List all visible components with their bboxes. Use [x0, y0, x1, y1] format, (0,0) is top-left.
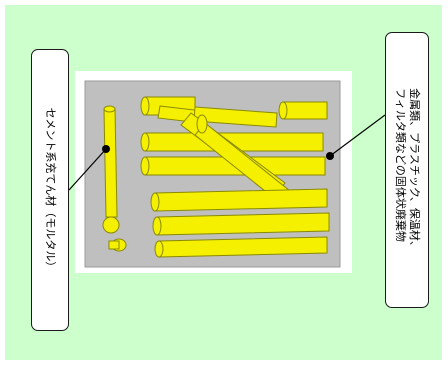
leader-dot-right — [326, 152, 334, 160]
pipe-long-2-end — [140, 156, 150, 176]
pipe-standing-end — [103, 105, 116, 113]
label-solid-waste-line2: フィルタ類などの固体状廃棄物 — [394, 88, 407, 242]
pipe-low-3 — [158, 236, 328, 258]
pipe-long-1-end — [140, 132, 150, 152]
pipe-top-right — [282, 101, 328, 120]
fitting-round — [102, 216, 120, 234]
label-solid-waste-line1: 金属類、プラスチック、保温材、 — [408, 88, 421, 252]
pipe-low-2-end — [152, 216, 162, 236]
label-mortar-text: セメント系充てん材（モルタル） — [44, 107, 57, 273]
diagram-canvas: セメント系充てん材（モルタル） 金属類、プラスチック、保温材、 フィルタ類などの… — [5, 5, 442, 360]
label-box-mortar: セメント系充てん材（モルタル） — [31, 49, 69, 331]
fitting-joint — [108, 240, 120, 250]
pipe-low-2 — [156, 212, 330, 236]
pipe-diagonal-end — [196, 114, 208, 134]
pipe-standing — [103, 108, 118, 218]
leader-line-right — [329, 114, 386, 157]
leader-line-left — [68, 148, 107, 191]
pipe-low-1-end — [150, 192, 160, 212]
pipe-low-1 — [154, 188, 328, 212]
pipe-low-3-end — [154, 240, 164, 258]
waste-package-illustration — [68, 71, 386, 273]
label-box-solid-waste: 金属類、プラスチック、保温材、 フィルタ類などの固体状廃棄物 — [385, 32, 429, 308]
pipe-top-1-end — [140, 96, 150, 116]
label-solid-waste-text: 金属類、プラスチック、保温材、 フィルタ類などの固体状廃棄物 — [393, 88, 421, 252]
leader-dot-left — [102, 145, 110, 153]
pipe-top-right-end — [278, 101, 288, 120]
